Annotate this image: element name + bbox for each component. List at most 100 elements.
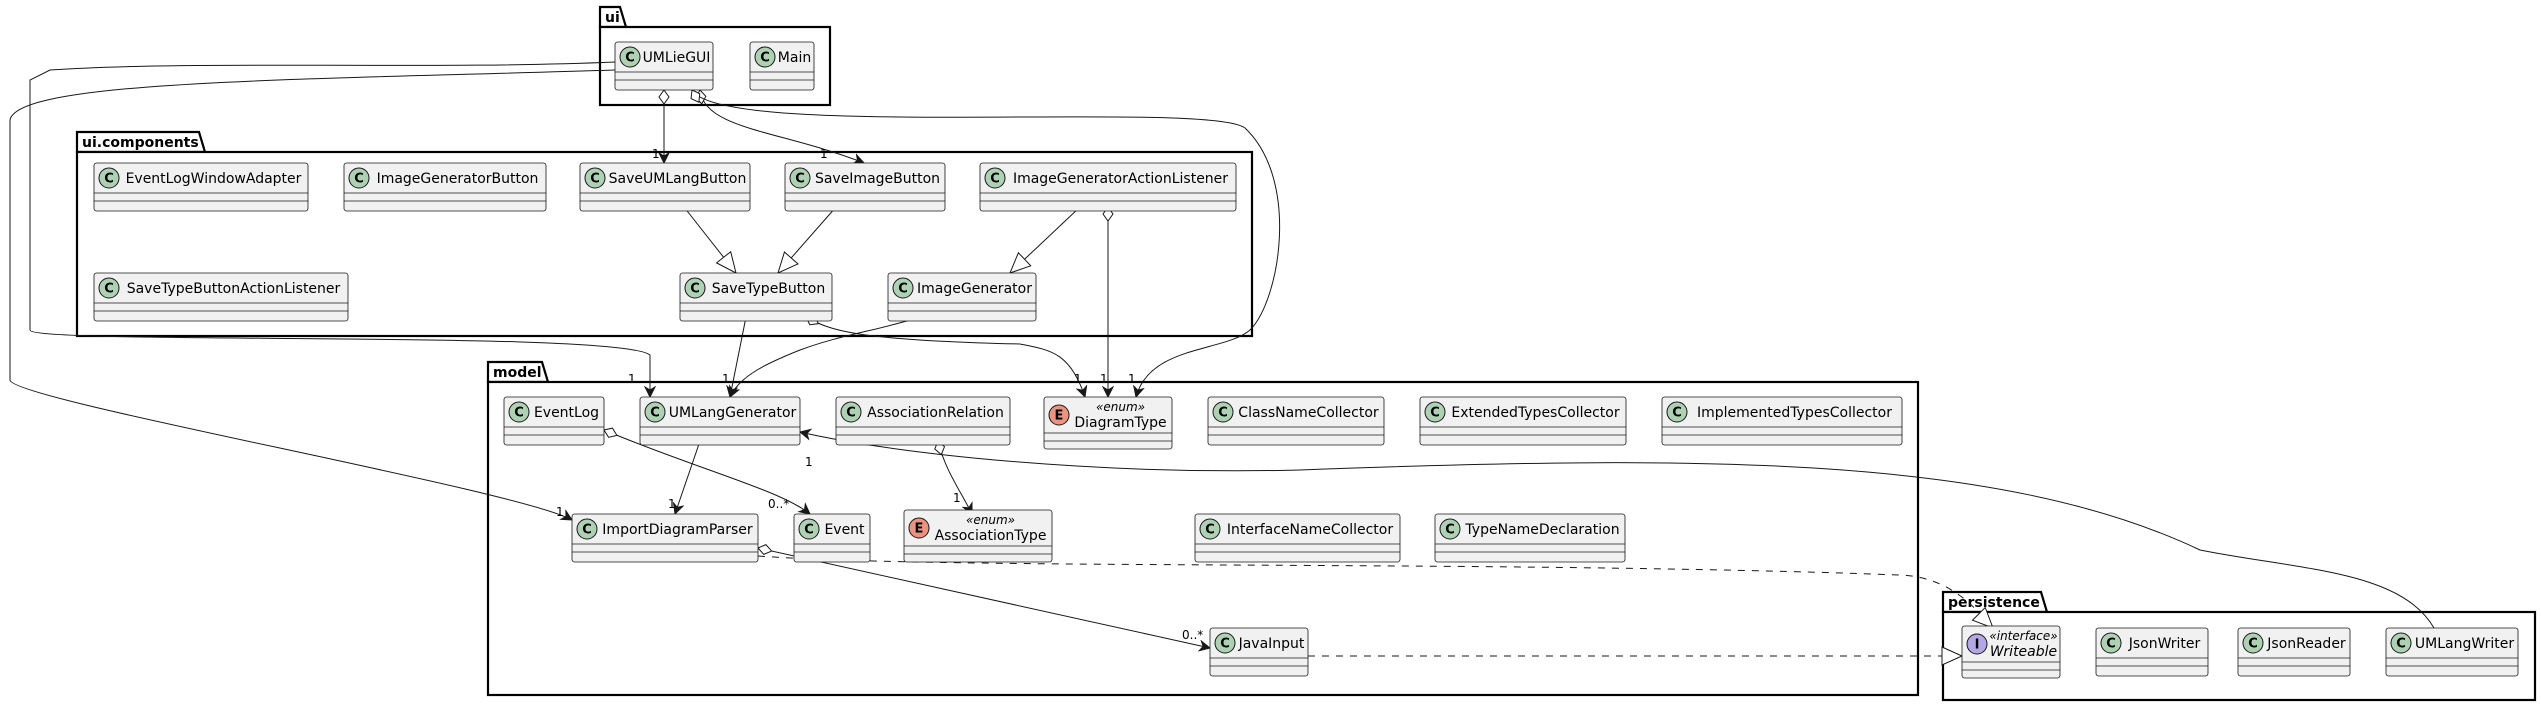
association-line bbox=[9, 69, 616, 520]
class-spot-icon: C bbox=[508, 401, 530, 423]
multiplicity-label: 1 bbox=[1074, 372, 1082, 386]
class-name: ImageGeneratorActionListener bbox=[1013, 171, 1228, 187]
relation-savetype-umlanggen: 1 bbox=[722, 316, 747, 397]
class-box bbox=[835, 396, 1011, 446]
class-spot-icon: C bbox=[98, 277, 120, 299]
class-box bbox=[1661, 396, 1903, 446]
class-name: Main bbox=[778, 50, 811, 66]
class-spot-icon: C bbox=[2390, 632, 2412, 654]
enum-spot-icon: E bbox=[1048, 404, 1070, 426]
svg-text:C: C bbox=[1430, 406, 1440, 421]
class-name: InterfaceNameCollector bbox=[1227, 522, 1393, 538]
class-name: EventLog bbox=[534, 405, 599, 421]
aggregation-line bbox=[604, 430, 810, 514]
aggregation-line bbox=[758, 548, 1210, 648]
multiplicity-label: 1 bbox=[805, 455, 813, 469]
class-box bbox=[679, 272, 833, 322]
class-name: UMLangWriter bbox=[2415, 636, 2514, 652]
class-writeable[interactable]: I«interface»Writeable bbox=[1961, 625, 2061, 679]
class-name: SaveUMLangButton bbox=[609, 171, 747, 187]
enum-spot-icon: E bbox=[908, 517, 930, 539]
class-name: UMLangGenerator bbox=[669, 405, 797, 421]
svg-text:C: C bbox=[1672, 406, 1682, 421]
class-event-log-window-adapter[interactable]: C EventLogWindowAdapter bbox=[93, 162, 309, 212]
svg-text:C: C bbox=[354, 172, 364, 187]
interface-spot-icon: I bbox=[1966, 633, 1988, 655]
relation-igal-imagegen bbox=[1010, 206, 1081, 273]
class-image-generator-button[interactable]: C ImageGeneratorButton bbox=[343, 162, 547, 212]
multiplicity-label: 0..* bbox=[1182, 628, 1203, 642]
class-name: DiagramType bbox=[1074, 415, 1166, 431]
class-json-writer[interactable]: C JsonWriter bbox=[2095, 627, 2209, 677]
class-name: Event bbox=[824, 522, 865, 538]
class-spot-icon: C bbox=[984, 167, 1006, 189]
multiplicity-label: 1 bbox=[1100, 372, 1108, 386]
class-java-input[interactable]: C JavaInput bbox=[1209, 627, 1309, 677]
class-image-generator-action-listener[interactable]: C ImageGeneratorActionListener bbox=[979, 162, 1237, 212]
class-name: JavaInput bbox=[1238, 636, 1305, 652]
class-spot-icon: C bbox=[2100, 632, 2122, 654]
svg-text:C: C bbox=[1218, 406, 1228, 421]
relation-eventlog-event: 0..* bbox=[604, 430, 810, 514]
class-association-type[interactable]: E«enum»AssociationType bbox=[903, 509, 1053, 563]
class-diagram-type[interactable]: E «enum»DiagramType bbox=[1043, 396, 1173, 450]
class-event-log[interactable]: C EventLog bbox=[503, 396, 605, 446]
class-box bbox=[571, 513, 759, 563]
class-spot-icon: C bbox=[98, 167, 120, 189]
class-spot-icon: C bbox=[1439, 518, 1461, 540]
class-spot-icon: C bbox=[684, 277, 706, 299]
class-stereotype: «enum» bbox=[1096, 400, 1145, 414]
class-spot-icon: C bbox=[892, 277, 914, 299]
svg-text:C: C bbox=[1220, 637, 1230, 652]
class-box bbox=[1961, 625, 2061, 679]
class-box bbox=[343, 162, 547, 212]
relation-igal-diagramtype: 1 bbox=[1100, 207, 1108, 397]
class-box bbox=[1434, 513, 1626, 563]
multiplicity-label: 1 bbox=[953, 491, 961, 505]
class-spot-icon: C bbox=[1666, 401, 1688, 423]
class-spot-icon: C bbox=[840, 401, 862, 423]
aggregation-line bbox=[938, 441, 972, 514]
relation-importparser-javainput: 0..* bbox=[758, 548, 1210, 648]
class-box bbox=[93, 272, 349, 322]
class-box bbox=[1043, 396, 1173, 450]
class-name: ImageGenerator bbox=[917, 281, 1032, 297]
svg-text:C: C bbox=[514, 406, 524, 421]
class-name: ImportDiagramParser bbox=[602, 522, 753, 538]
class-name: Writeable bbox=[1990, 644, 2057, 660]
class-umlang-writer[interactable]: C UMLangWriter bbox=[2385, 627, 2519, 677]
class-name: JsonWriter bbox=[2128, 636, 2201, 652]
class-name: EventLogWindowAdapter bbox=[126, 171, 302, 187]
class-spot-icon: C bbox=[1424, 401, 1446, 423]
svg-text:C: C bbox=[795, 172, 805, 187]
inheritance-line bbox=[683, 206, 736, 273]
relation-importparser-writeable bbox=[757, 555, 1993, 628]
class-box bbox=[639, 396, 801, 446]
svg-text:C: C bbox=[2396, 637, 2406, 652]
svg-text:E: E bbox=[1055, 409, 1064, 424]
svg-text:C: C bbox=[1445, 523, 1455, 538]
class-name: ImageGeneratorButton bbox=[377, 171, 539, 187]
aggregation-line bbox=[692, 90, 1281, 397]
multiplicity-label: 1 bbox=[1128, 372, 1136, 386]
